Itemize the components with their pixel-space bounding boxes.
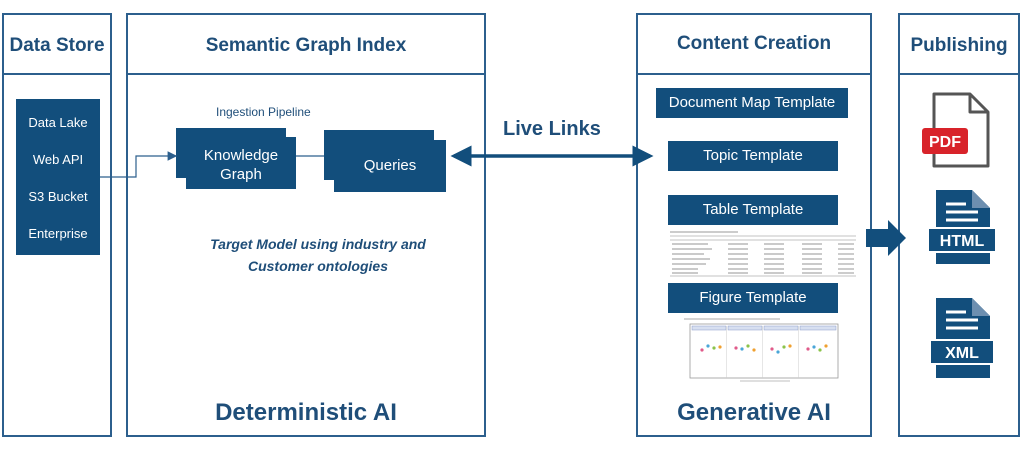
live-links-label: Live Links	[503, 118, 601, 140]
data-store-item-s3-bucket: S3 Bucket	[28, 189, 88, 204]
deterministic-ai-label: Deterministic AI	[215, 399, 397, 426]
data-store-divider	[4, 73, 110, 75]
content-creation-panel: Content Creation Generative AI	[636, 13, 872, 437]
data-store-item-web-api: Web API	[32, 152, 84, 167]
knowledge-graph-label: Knowledge Graph	[203, 147, 279, 183]
xml-file-icon: XML	[929, 298, 995, 378]
html-file-icon: HTML	[927, 190, 997, 264]
ingestion-connector	[100, 151, 178, 178]
data-store-item-enterprise: Enterprise	[28, 226, 88, 241]
queries-label: Queries	[363, 157, 417, 174]
html-label: HTML	[940, 233, 985, 250]
publishing-divider	[900, 73, 1018, 75]
topic-template-label: Topic Template	[703, 147, 803, 164]
generative-ai-label: Generative AI	[677, 399, 831, 426]
figure-template: Figure Template	[668, 283, 838, 313]
data-store-sources-box: Data Lake Web API S3 Bucket Enterprise	[16, 99, 100, 255]
data-store-item-data-lake: Data Lake	[28, 115, 88, 130]
pdf-label: PDF	[929, 134, 961, 151]
publishing-title: Publishing	[910, 35, 1008, 56]
data-store-panel: Data Store Data Lake Web API S3 Bucket E…	[2, 13, 112, 437]
data-store-title: Data Store	[9, 35, 105, 56]
ingestion-pipeline-label: Ingestion Pipeline	[216, 105, 311, 119]
table-template: Table Template	[668, 195, 838, 225]
document-map-template: Document Map Template	[656, 88, 848, 118]
table-thumbnail	[670, 231, 856, 277]
ontology-note-line-2: Customer ontologies	[247, 258, 388, 274]
figure-template-label: Figure Template	[699, 289, 807, 306]
table-template-label: Table Template	[702, 201, 804, 218]
ontology-note: Target Model using industry and Customer…	[148, 233, 488, 277]
ontology-note-line-1: Target Model using industry and	[210, 236, 426, 252]
pdf-file-icon: PDF	[922, 92, 990, 168]
semantic-graph-divider	[128, 73, 484, 75]
topic-template: Topic Template	[668, 141, 838, 171]
xml-label: XML	[945, 345, 979, 362]
content-creation-divider	[638, 73, 870, 75]
document-map-template-label: Document Map Template	[668, 94, 836, 111]
content-creation-title: Content Creation	[676, 33, 832, 54]
semantic-graph-panel: Semantic Graph Index Ingestion Pipeline …	[126, 13, 486, 437]
publish-arrow	[866, 220, 906, 256]
semantic-graph-title: Semantic Graph Index	[205, 35, 407, 56]
figure-thumbnail	[684, 318, 839, 382]
queries-box: Queries	[334, 140, 446, 192]
knowledge-graph-box: Knowledge Graph	[186, 137, 296, 189]
